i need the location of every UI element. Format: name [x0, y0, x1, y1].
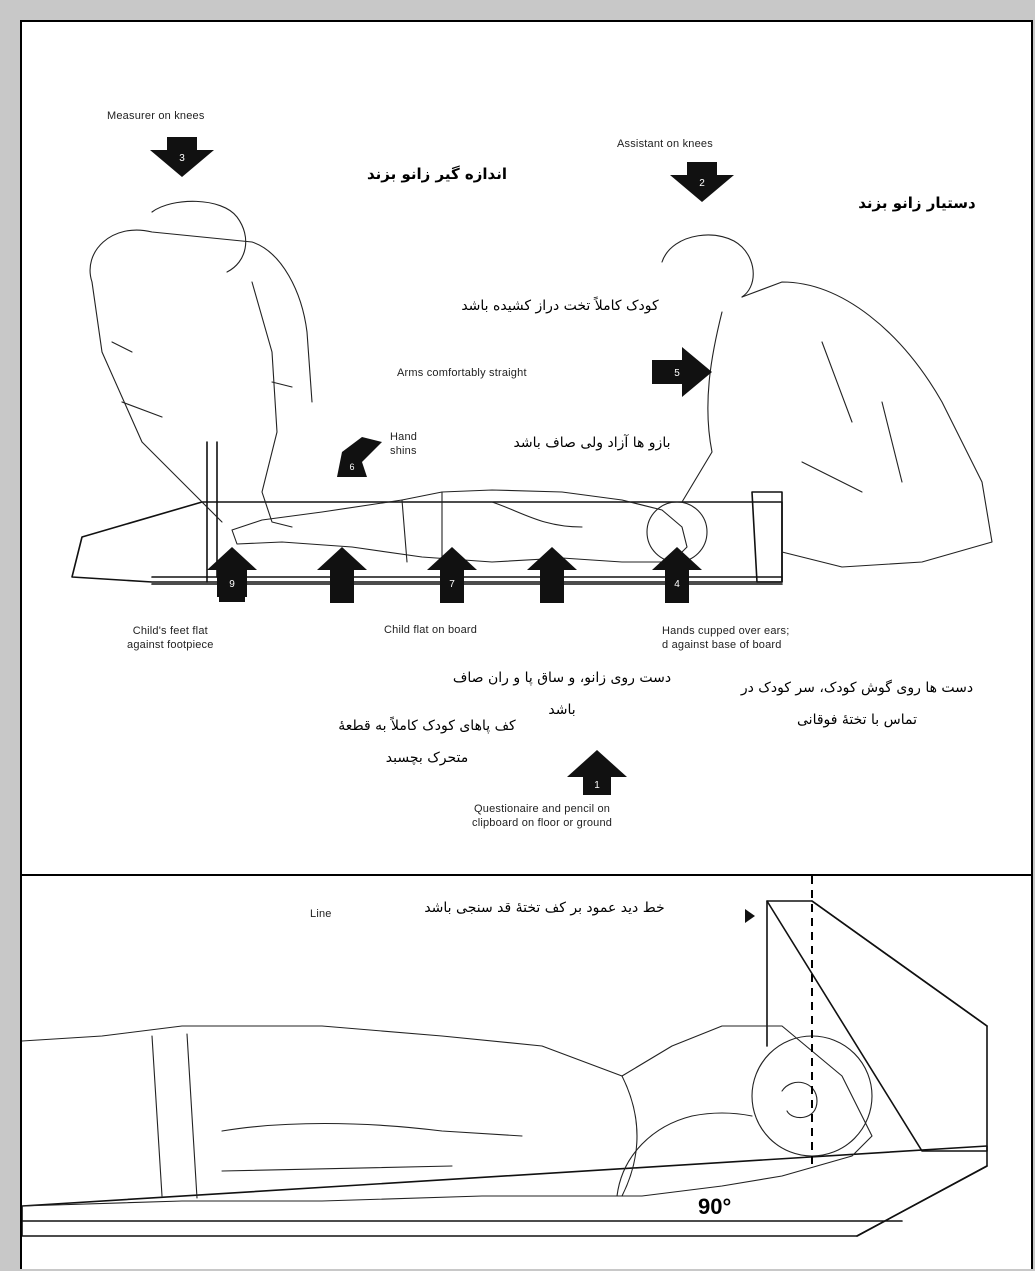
- bottom-panel: Line خط دید عمود بر کف تختۀ قد سنجی باشد…: [20, 874, 1033, 1269]
- label-measurer-en: Measurer on knees: [107, 110, 205, 122]
- label-line-fa: خط دید عمود بر کف تختۀ قد سنجی باشد: [352, 900, 737, 916]
- label-assistant-fa: دستیار زانو بزند: [832, 194, 1002, 212]
- label-hands-ears-en: Hands cupped over ears; d against base o…: [662, 624, 790, 652]
- svg-text:9: 9: [229, 579, 235, 590]
- arrow-1: 1: [567, 750, 627, 795]
- head-alignment-illustration: [22, 876, 1035, 1271]
- arrow-2: 2: [670, 162, 734, 202]
- label-feet-fa: کف پاهای کودک کاملاً به قطعۀ متحرک بچسبد: [327, 710, 527, 774]
- arrow-5: 5: [652, 347, 712, 397]
- label-line-en: Line: [310, 908, 332, 920]
- label-flat-en: Child flat on board: [384, 624, 477, 636]
- headboard: [22, 901, 987, 1236]
- label-hand-en: Hand shins: [390, 430, 417, 458]
- svg-text:2: 2: [699, 178, 705, 189]
- angle-label: 90°: [698, 1194, 731, 1220]
- svg-text:1: 1: [594, 780, 600, 791]
- arrow-9: 9: [207, 547, 257, 602]
- pointer-icon: [745, 909, 755, 923]
- arrow-up-a: [317, 547, 367, 603]
- label-head-fa: دست ها روی گوش کودک، سر کودک در تماس با …: [722, 672, 992, 736]
- svg-text:5: 5: [674, 368, 680, 379]
- arrow-3: 3: [150, 137, 214, 177]
- svg-text:7: 7: [449, 579, 455, 590]
- arrow-up-b: [527, 547, 577, 603]
- arrow-4: 4: [652, 547, 702, 603]
- label-assistant-en: Assistant on knees: [617, 138, 713, 150]
- label-arms-fa: بازو ها آزاد ولی صاف باشد: [472, 435, 712, 451]
- label-child-flat-fa: کودک کاملاً تخت دراز کشیده باشد: [400, 298, 720, 314]
- measurer-figure: [90, 201, 312, 527]
- child-figure: [232, 490, 707, 562]
- top-panel: 3 2 5 6 9 7: [20, 20, 1033, 876]
- arrow-7: 7: [427, 547, 477, 603]
- label-questionnaire-en: Questionaire and pencil on clipboard on …: [472, 802, 612, 830]
- label-feet-en: Child's feet flat against footpiece: [127, 624, 214, 652]
- svg-text:3: 3: [179, 153, 185, 164]
- label-measurer-fa: اندازه گیر زانو بزند: [337, 165, 537, 183]
- svg-text:6: 6: [349, 462, 354, 472]
- arrow-6: 6: [337, 437, 382, 477]
- assistant-figure: [662, 235, 992, 567]
- svg-text:4: 4: [674, 579, 680, 590]
- label-arms-en: Arms comfortably straight: [397, 367, 527, 379]
